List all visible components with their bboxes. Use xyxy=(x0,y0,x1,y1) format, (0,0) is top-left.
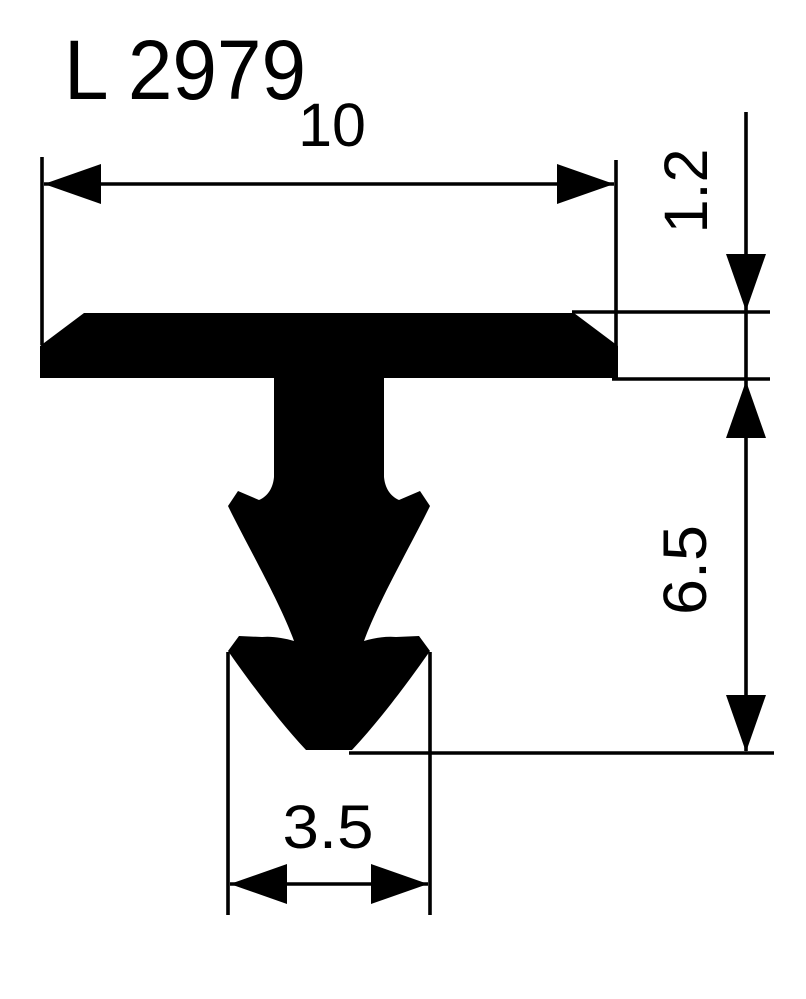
arrowhead-left xyxy=(44,164,101,204)
arrowhead-foot-left xyxy=(230,864,287,904)
dimension-label-flange-thickness: 1.2 xyxy=(652,149,720,234)
dimension-right-side: 1.2 6.5 xyxy=(349,112,774,755)
dimension-label-foot-width: 3.5 xyxy=(283,793,374,861)
arrowhead-foot-right xyxy=(371,864,428,904)
drawing-title: L 2979 xyxy=(64,23,306,117)
dimension-label-stem-height: 6.5 xyxy=(651,525,719,615)
dimension-overall-width: 10 xyxy=(40,91,618,347)
dimension-label-width: 10 xyxy=(298,91,366,159)
arrowhead-right xyxy=(557,164,614,204)
arrowhead-up-flange-bottom xyxy=(726,381,766,438)
arrowhead-down-tip xyxy=(726,695,766,752)
profile-cross-section-shape xyxy=(40,313,618,750)
arrowhead-down-flange-top xyxy=(726,254,766,311)
dimension-foot-width: 3.5 xyxy=(226,652,432,915)
